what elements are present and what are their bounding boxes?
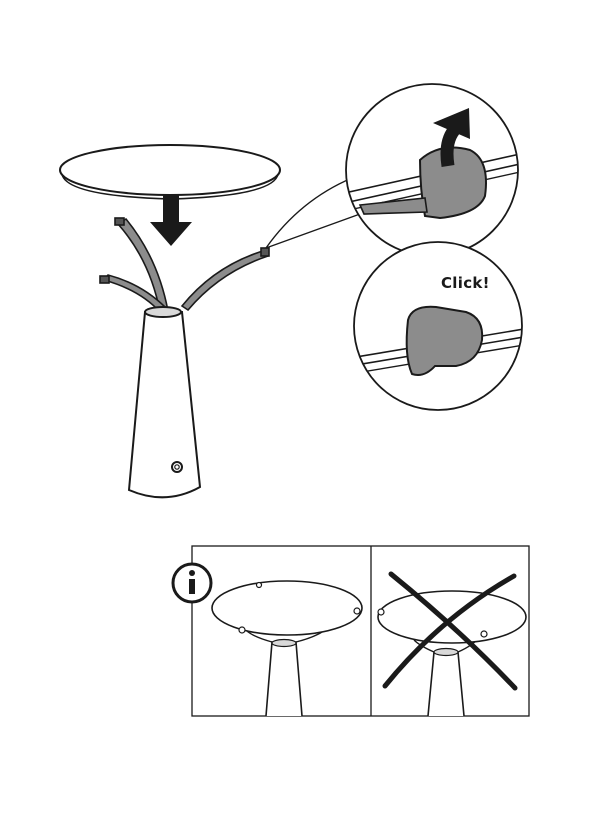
info-icon (173, 564, 211, 602)
down-arrow-icon (150, 194, 192, 246)
click-label: Click! (441, 274, 490, 292)
callout-pointer (266, 178, 360, 248)
detail-circle-lift (340, 84, 520, 256)
lampshade (60, 145, 280, 199)
lamp-arms (100, 218, 269, 312)
detail-circle-click (350, 242, 530, 410)
lamp-base (129, 307, 200, 497)
comparison-panels (173, 546, 529, 716)
